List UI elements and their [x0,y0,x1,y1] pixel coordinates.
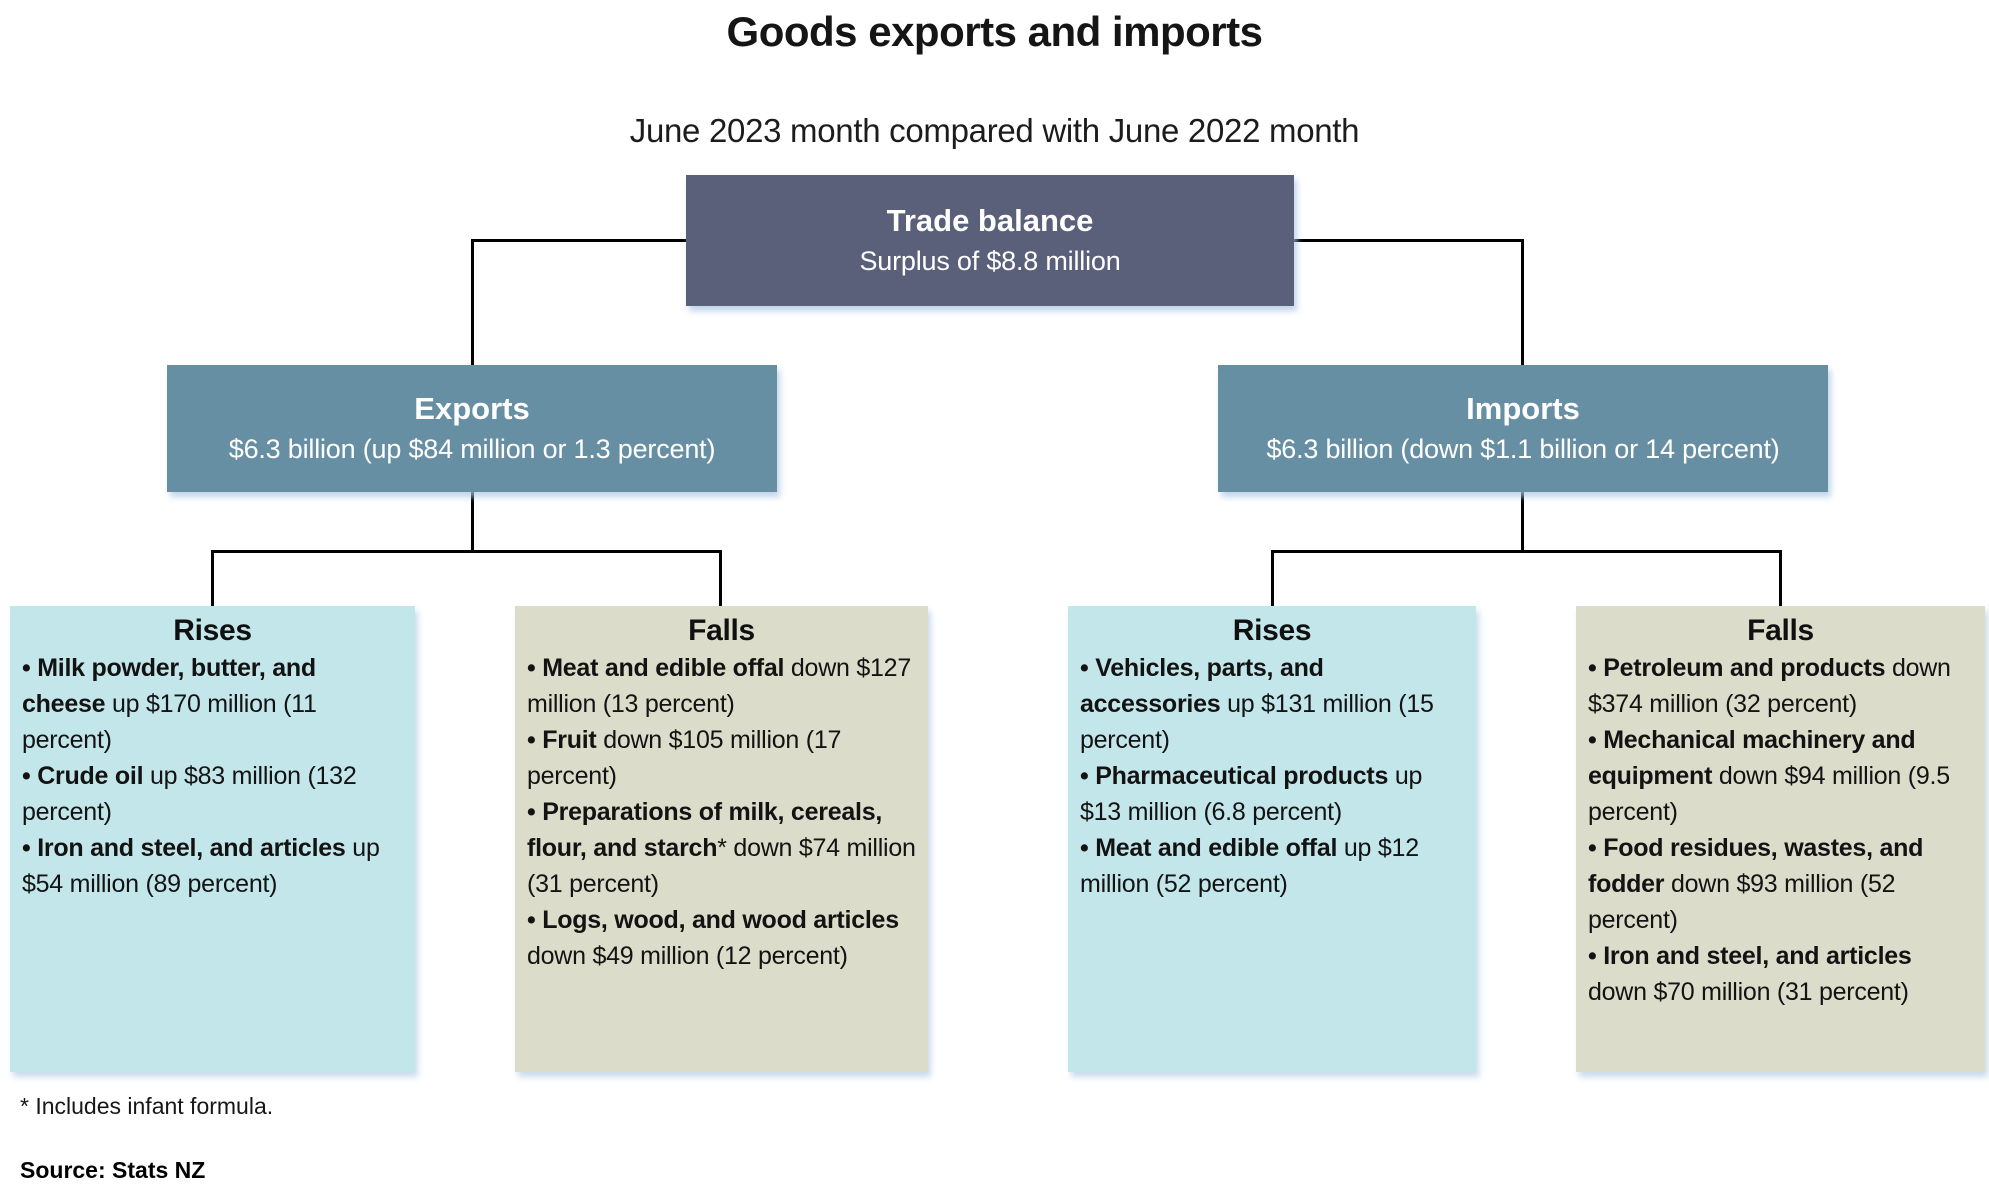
commodity-name: • Meat and edible offal [527,654,785,682]
connector-exports-rises-vertical [211,550,214,606]
connector-exports-falls-vertical [719,550,722,606]
commodity-item: • Crude oil up $83 million (132 percent) [22,762,357,826]
commodity-name: • Logs, wood, and wood articles [527,906,899,934]
connector-imports-falls-vertical [1779,550,1782,606]
imports-rises-heading: Rises [1232,614,1312,647]
connector-exports-stub-vertical [471,492,474,552]
exports-rises-heading: Rises [173,614,252,647]
connector-root-right-horizontal [1294,239,1523,242]
commodity-item: • Mechanical machinery and equipment dow… [1588,726,1950,826]
page-subtitle: June 2023 month compared with June 2022 … [629,112,1360,149]
exports-rises-box: Rises • Milk powder, butter, and cheese … [10,606,415,1072]
connector-exports-split-horizontal [211,550,722,553]
commodity-item: • Meat and edible offal up $12 million (… [1080,834,1419,898]
trade-balance-value: Surplus of $8.8 million [859,246,1121,277]
imports-node: Imports $6.3 billion (down $1.1 billion … [1218,365,1828,492]
imports-falls-box: Falls • Petroleum and products down $374… [1576,606,1985,1072]
exports-value: $6.3 billion (up $84 million or 1.3 perc… [228,434,716,465]
commodity-name: • Food residues, wastes, and fodder [1588,834,1924,898]
imports-rises-list: • Vehicles, parts, and accessories up $1… [1080,650,1464,902]
exports-node: Exports $6.3 billion (up $84 million or … [167,365,777,492]
exports-rises-list: • Milk powder, butter, and cheese up $17… [22,650,403,902]
exports-title: Exports [414,390,530,426]
imports-title: Imports [1466,390,1580,426]
commodity-name: • Iron and steel, and articles [1588,942,1912,970]
imports-value: $6.3 billion (down $1.1 billion or 14 pe… [1266,434,1780,465]
commodity-name: • Preparations of milk, cereals, flour, … [527,798,883,862]
exports-falls-box: Falls • Meat and edible offal down $127 … [515,606,928,1072]
page-title: Goods exports and imports [726,8,1263,55]
commodity-name: • Vehicles, parts, and accessories [1080,654,1324,718]
commodity-item: • Logs, wood, and wood articles down $49… [527,906,899,970]
connector-imports-drop-vertical [1521,239,1524,365]
footnote: * Includes infant formula. [20,1093,274,1119]
source-credit: Source: Stats NZ [20,1157,206,1183]
commodity-item: • Fruit down $105 million (17 percent) [527,726,842,790]
commodity-item: • Pharmaceutical products up $13 million… [1080,762,1423,826]
imports-falls-heading: Falls [1747,614,1814,647]
commodity-name: • Meat and edible offal [1080,834,1338,862]
commodity-item: • Iron and steel, and articles up $54 mi… [22,834,380,898]
commodity-item: • Food residues, wastes, and fodder down… [1588,834,1924,934]
commodity-name: • Crude oil [22,762,144,790]
imports-rises-box: Rises • Vehicles, parts, and accessories… [1068,606,1476,1072]
commodity-name: • Milk powder, butter, and cheese [22,654,316,718]
connector-imports-rises-vertical [1271,550,1274,606]
connector-exports-drop-vertical [471,239,474,365]
exports-falls-heading: Falls [688,614,755,647]
commodity-item: • Vehicles, parts, and accessories up $1… [1080,654,1434,754]
trade-balance-node: Trade balance Surplus of $8.8 million [686,175,1294,306]
commodity-name: • Fruit [527,726,597,754]
imports-falls-list: • Petroleum and products down $374 milli… [1588,650,1973,1010]
connector-imports-split-horizontal [1271,550,1782,553]
commodity-name: • Mechanical machinery and equipment [1588,726,1916,790]
commodity-item: • Iron and steel, and articles down $70 … [1588,942,1912,1006]
trade-balance-title: Trade balance [886,202,1094,238]
commodity-item: • Milk powder, butter, and cheese up $17… [22,654,317,754]
commodity-name: • Pharmaceutical products [1080,762,1389,790]
exports-falls-list: • Meat and edible offal down $127 millio… [527,650,916,974]
connector-imports-stub-vertical [1521,492,1524,552]
commodity-item: • Preparations of milk, cereals, flour, … [527,798,916,898]
commodity-name: • Petroleum and products [1588,654,1886,682]
commodity-name: • Iron and steel, and articles [22,834,346,862]
commodity-item: • Meat and edible offal down $127 millio… [527,654,911,718]
commodity-item: • Petroleum and products down $374 milli… [1588,654,1951,718]
connector-root-left-horizontal [471,239,686,242]
